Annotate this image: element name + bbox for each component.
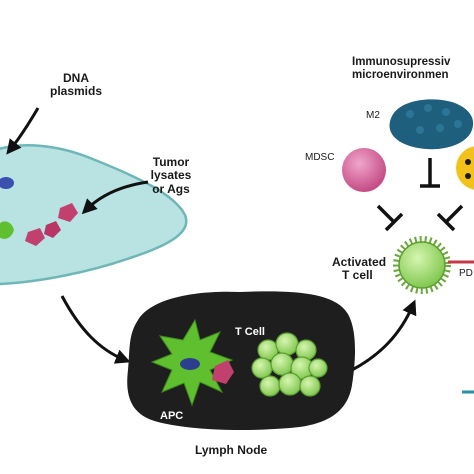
mdsc-inhibition [376,204,404,232]
activated-tcell [393,236,451,294]
tumor-arrow [81,180,149,215]
mdsc-cell [342,148,386,192]
antigen-2 [25,228,45,246]
immunosuppressive-label: Immunosupressiv microenvironmen [352,56,451,81]
antigen-group [25,203,78,246]
node-to-tcell-arrow [351,299,417,372]
vesicle-apc-fragment [0,221,14,239]
yellow-cell [456,146,474,190]
lymph-node [127,291,356,430]
m2-inhibition [420,158,440,188]
lymph-node-label: Lymph Node [195,443,268,457]
tcell-cluster [251,332,328,397]
apc-label: APC [160,410,184,422]
vesicle-to-node-arrow [60,295,131,364]
inhibition-markers [376,158,464,232]
m2-cell [389,99,474,150]
vaccine-vesicle [0,144,188,286]
tcell-node-label: T Cell [235,326,265,338]
m2-label: M2 [366,110,380,121]
arrows [6,107,417,372]
apc-cell [150,318,234,407]
apc-nucleus [180,358,200,370]
antigen-1 [58,203,78,222]
apc-antigen [212,360,234,384]
pd-label: PD [459,268,473,279]
antigen-3 [44,221,61,238]
plasmid-dot [0,177,14,189]
tumor-lysates-label: Tumor lysates or Ags [150,155,192,196]
dna-arrow [6,107,40,155]
yellow-inhibition [436,204,464,232]
activated-tcell-label: Activated T cell [332,255,387,283]
mdsc-label: MDSC [305,152,335,163]
dna-plasmids-label: DNA plasmids [49,71,103,99]
